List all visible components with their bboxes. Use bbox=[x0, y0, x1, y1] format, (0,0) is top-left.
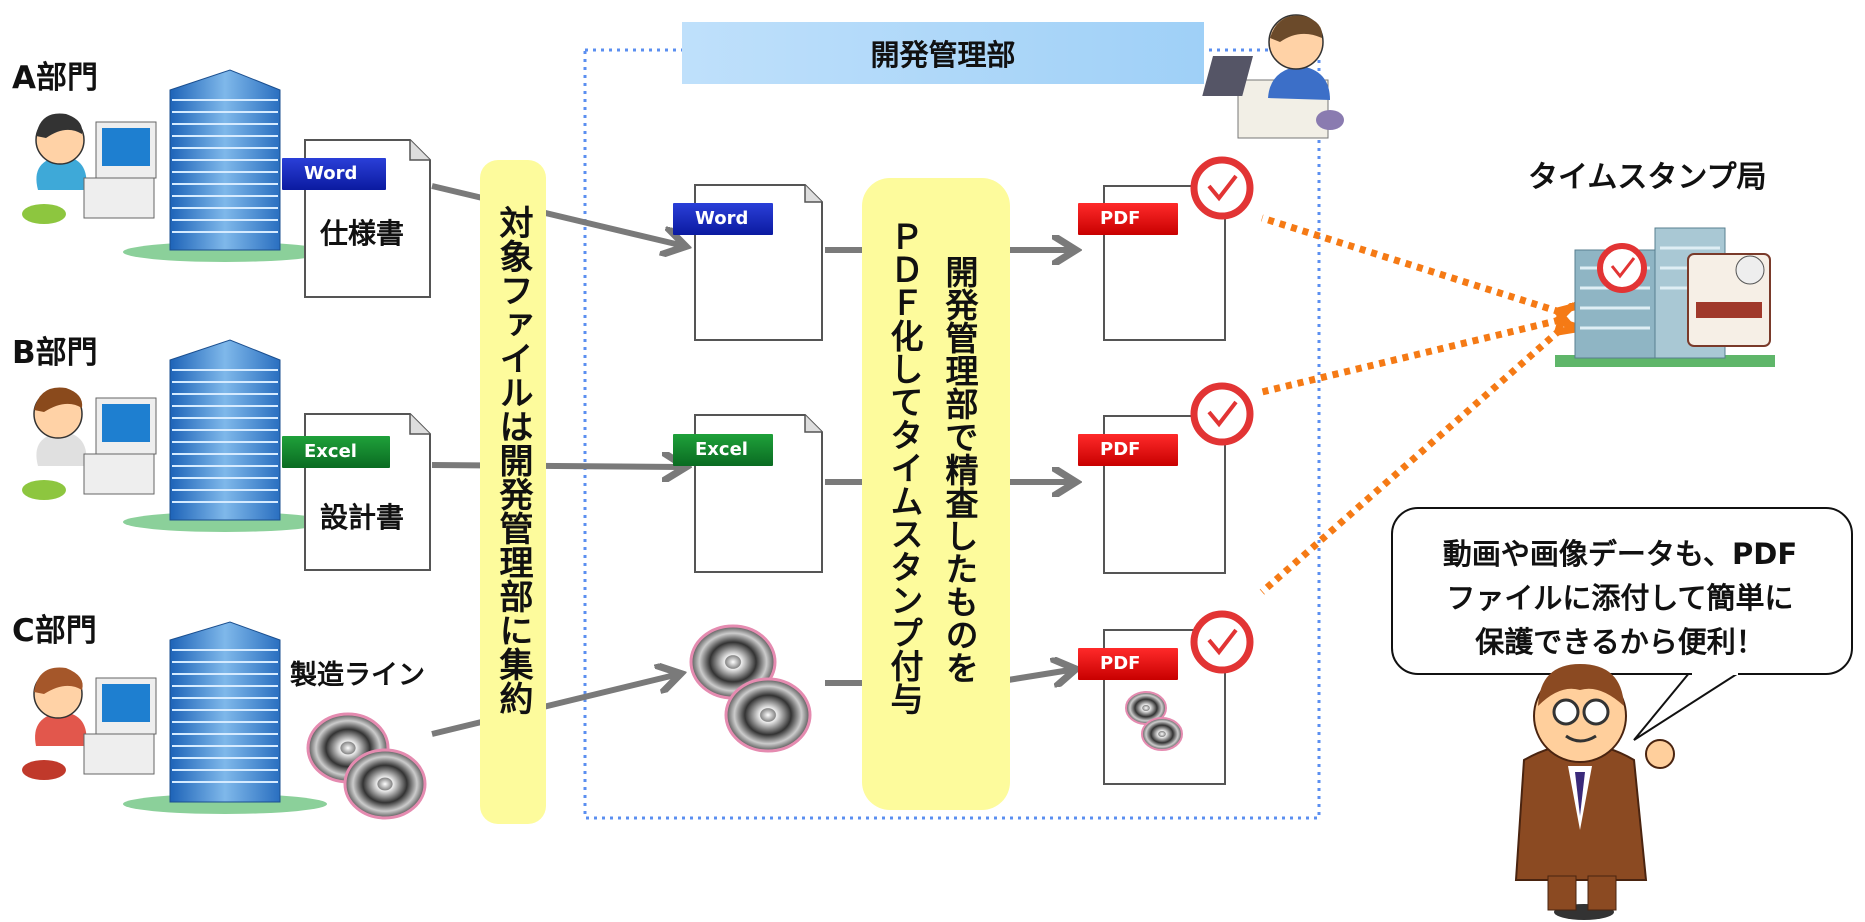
arrow-disc-to-pdf bbox=[1007, 670, 1070, 680]
pdf-badge-2: PDF bbox=[1078, 434, 1178, 466]
collect-note-text: 対象ファイルは開発管理部に集約 bbox=[493, 205, 533, 715]
speech-line-1: 動画や画像データも、PDF bbox=[1442, 537, 1798, 571]
dept-c-group bbox=[22, 621, 427, 820]
ts-arrow-2 bbox=[1261, 320, 1560, 396]
dept-a-word-badge: Word bbox=[282, 158, 386, 190]
convert-note-line2: 開発管理部で精査したものを bbox=[940, 255, 979, 684]
dev-excel-badge: Excel bbox=[673, 434, 773, 466]
worker-a-icon bbox=[22, 113, 157, 224]
mascot-icon bbox=[1514, 664, 1675, 920]
dept-b-excel-badge: Excel bbox=[282, 436, 390, 468]
dept-c-doc-title: 製造ライン bbox=[290, 660, 425, 691]
tsa-building-icon bbox=[1555, 227, 1775, 367]
pdf-badge-3: PDF bbox=[1078, 648, 1178, 680]
operator-icon bbox=[1202, 14, 1344, 139]
worker-c-icon bbox=[22, 667, 157, 780]
dev-dept-banner: 開発管理部 bbox=[682, 22, 1204, 84]
ts-arrow-1 bbox=[1260, 214, 1560, 312]
disc-stack-c-icon bbox=[306, 712, 427, 820]
building-c-icon bbox=[123, 621, 327, 814]
speech-line-3: 保護できるから便利！ bbox=[1475, 625, 1765, 659]
clock-icon bbox=[1190, 156, 1254, 220]
clock-icon bbox=[1190, 382, 1254, 446]
convert-arrows bbox=[825, 250, 1070, 683]
tsa-label: タイムスタンプ局 bbox=[1528, 160, 1767, 195]
dept-b-doc-title: 設計書 bbox=[320, 501, 405, 534]
arrow-b-to-dev bbox=[431, 465, 680, 467]
dept-a-doc-title: 仕様書 bbox=[320, 217, 405, 250]
speech-bubble-tail bbox=[1633, 671, 1744, 741]
speech-bubble bbox=[1391, 507, 1853, 741]
speech-bubble-text: 動画や画像データも、PDF ファイルに添付して簡単に 保護できるから便利！ bbox=[1400, 532, 1840, 664]
arrow-a-to-dev bbox=[431, 183, 680, 245]
dept-b-label: B部門 bbox=[12, 335, 98, 371]
building-b-icon bbox=[123, 339, 327, 532]
dept-a-label: A部門 bbox=[12, 60, 98, 96]
timestamp-arrows bbox=[1259, 214, 1560, 595]
dev-disc-stack-icon bbox=[689, 624, 812, 753]
building-a-icon bbox=[123, 69, 327, 262]
convert-note-line1: ＰＤＦ化してタイムスタンプ付与 bbox=[885, 220, 924, 715]
collect-arrows bbox=[431, 183, 680, 737]
dept-b-group bbox=[22, 339, 431, 571]
collect-note-bar bbox=[480, 160, 546, 824]
dept-c-label: C部門 bbox=[12, 613, 97, 649]
pdf-badge-1: PDF bbox=[1078, 203, 1178, 235]
convert-note-bar bbox=[862, 178, 1010, 810]
page-title: 開発管理部 bbox=[870, 38, 1016, 72]
worker-b-icon bbox=[22, 387, 157, 500]
dev-word-badge: Word bbox=[673, 203, 773, 235]
arrow-c-to-dev bbox=[431, 675, 675, 737]
dept-a-group bbox=[22, 69, 431, 298]
speech-line-2: ファイルに添付して簡単に bbox=[1446, 581, 1794, 615]
clock-icon bbox=[1190, 610, 1254, 674]
